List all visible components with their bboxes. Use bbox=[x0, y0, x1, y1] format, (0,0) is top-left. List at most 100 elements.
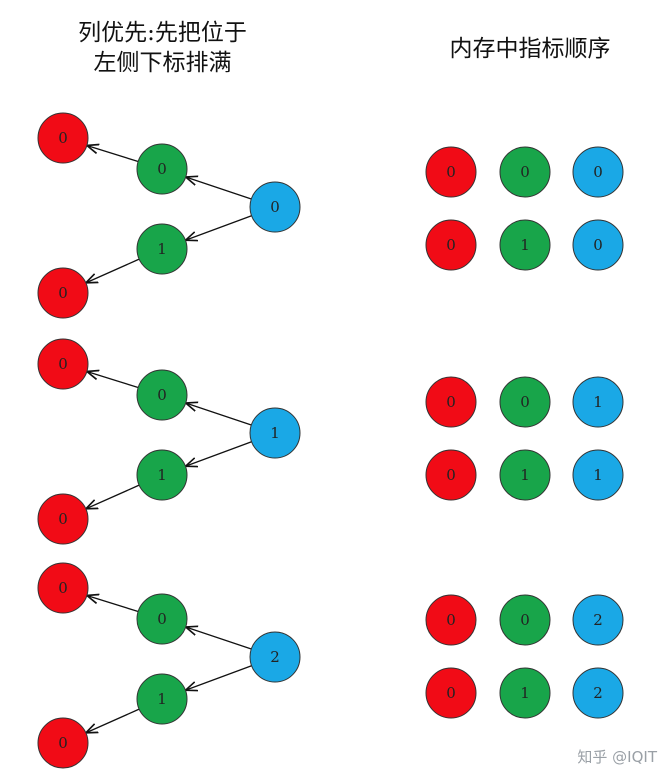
edge-mid-top-to-leaf-1 bbox=[87, 371, 139, 389]
tree-0-root: 0 bbox=[249, 181, 301, 233]
tree-2-leaf-top-label: 0 bbox=[58, 579, 68, 597]
watermark: 知乎 @IQIT bbox=[577, 748, 657, 766]
memory-0-row-1-cell-2-circle bbox=[572, 219, 624, 271]
memory-0-row-1-cell-2-label: 0 bbox=[593, 236, 603, 254]
tree-0-leaf-top: 0 bbox=[37, 112, 89, 164]
tree-2-leaf-bottom-circle bbox=[37, 717, 89, 769]
memory-1-row-0-cell-2-label: 1 bbox=[593, 393, 603, 411]
memory-2-row-1-cell-2-label: 2 bbox=[593, 684, 603, 702]
tree-2-mid-top-label: 0 bbox=[157, 610, 167, 628]
memory-2-row-1-cell-0-label: 0 bbox=[446, 684, 456, 702]
memory-1-row-1-cell-2: 1 bbox=[572, 449, 624, 501]
left-title-line1: 列优先:先把位于 bbox=[78, 20, 247, 46]
tree-2-root-circle bbox=[249, 631, 301, 683]
memory-0-row-1-cell-1-circle bbox=[499, 219, 551, 271]
memory-2-row-0-cell-0-label: 0 bbox=[446, 611, 456, 629]
tree-1-mid-bottom-circle bbox=[136, 449, 188, 501]
tree-1-mid-bottom: 1 bbox=[136, 449, 188, 501]
edge-mid-top-to-leaf-2 bbox=[87, 595, 139, 613]
left-title-line2: 左侧下标排满 bbox=[93, 50, 232, 76]
memory-2-row-1-cell-2-circle bbox=[572, 667, 624, 719]
edge-mid-bottom-to-leaf-2 bbox=[86, 708, 140, 733]
tree-1-leaf-top: 0 bbox=[37, 338, 89, 390]
edge-root-to-mid-bottom-2 bbox=[185, 665, 252, 691]
left-title: 列优先:先把位于 左侧下标排满 bbox=[40, 18, 285, 78]
memory-0-row-0-cell-1: 0 bbox=[499, 146, 551, 198]
tree-2-leaf-top: 0 bbox=[37, 562, 89, 614]
memory-1-row-0-cell-2-circle bbox=[572, 376, 624, 428]
tree-0-root-label: 0 bbox=[270, 198, 280, 216]
tree-2-leaf-top-circle bbox=[37, 562, 89, 614]
tree-2-root: 2 bbox=[249, 631, 301, 683]
memory-1-row-1-cell-2-label: 1 bbox=[593, 466, 603, 484]
memory-2-row-0-cell-2: 2 bbox=[572, 594, 624, 646]
tree-2-mid-top-circle bbox=[136, 593, 188, 645]
memory-1-row-0-cell-0-circle bbox=[425, 376, 477, 428]
tree-0-mid-top-circle bbox=[136, 143, 188, 195]
tree-2-leaf-bottom-label: 0 bbox=[58, 734, 68, 752]
tree-0-mid-bottom: 1 bbox=[136, 223, 188, 275]
memory-0-row-0-cell-1-circle bbox=[499, 146, 551, 198]
memory-0-row-0-cell-0: 0 bbox=[425, 146, 477, 198]
tree-1-root-label: 1 bbox=[270, 424, 280, 442]
tree-1-leaf-bottom: 0 bbox=[37, 493, 89, 545]
memory-1-row-1-cell-0-label: 0 bbox=[446, 466, 456, 484]
tree-0-leaf-top-label: 0 bbox=[58, 129, 68, 147]
tree-2-mid-bottom-label: 1 bbox=[157, 690, 167, 708]
memory-2-row-0-cell-1-label: 0 bbox=[520, 611, 530, 629]
memory-2-row-1-cell-1-label: 1 bbox=[520, 684, 530, 702]
tree-1-leaf-top-label: 0 bbox=[58, 355, 68, 373]
tree-nodes: 0 0 0 1 0 0 0 1 1 0 0 0 2 1 0 bbox=[37, 112, 301, 769]
tree-2-root-label: 2 bbox=[270, 648, 280, 666]
tree-0-root-circle bbox=[249, 181, 301, 233]
memory-0-row-1-cell-0-label: 0 bbox=[446, 236, 456, 254]
tree-0-leaf-top-circle bbox=[37, 112, 89, 164]
memory-0-row-1-cell-1: 1 bbox=[499, 219, 551, 271]
memory-0-row-0-cell-0-label: 0 bbox=[446, 163, 456, 181]
memory-0-row-1-cell-2: 0 bbox=[572, 219, 624, 271]
memory-0-row-0-cell-1-label: 0 bbox=[520, 163, 530, 181]
edge-root-to-mid-bottom-1 bbox=[185, 441, 252, 467]
tree-0-leaf-bottom-label: 0 bbox=[58, 284, 68, 302]
tree-1-mid-bottom-label: 1 bbox=[157, 466, 167, 484]
memory-0-row-1-cell-0-circle bbox=[425, 219, 477, 271]
tree-0-mid-bottom-label: 1 bbox=[157, 240, 167, 258]
edge-mid-top-to-leaf-0 bbox=[87, 145, 139, 163]
tree-0-mid-top: 0 bbox=[136, 143, 188, 195]
memory-0-row-0-cell-2: 0 bbox=[572, 146, 624, 198]
memory-2-row-0-cell-0-circle bbox=[425, 594, 477, 646]
memory-2-row-1-cell-1: 1 bbox=[499, 667, 551, 719]
memory-2-row-1-cell-1-circle bbox=[499, 667, 551, 719]
memory-0-row-0-cell-0-circle bbox=[425, 146, 477, 198]
memory-2-row-1-cell-2: 2 bbox=[572, 667, 624, 719]
edge-mid-bottom-to-leaf-0 bbox=[86, 258, 140, 283]
memory-1-row-0-cell-0: 0 bbox=[425, 376, 477, 428]
edge-root-to-mid-top-0 bbox=[186, 177, 252, 200]
tree-1-leaf-top-circle bbox=[37, 338, 89, 390]
memory-1-row-1-cell-1-circle bbox=[499, 449, 551, 501]
tree-1-mid-top: 0 bbox=[136, 369, 188, 421]
tree-2-mid-bottom-circle bbox=[136, 673, 188, 725]
memory-1-row-0-cell-1: 0 bbox=[499, 376, 551, 428]
right-title: 内存中指标顺序 bbox=[449, 36, 611, 62]
memory-1-row-1-cell-2-circle bbox=[572, 449, 624, 501]
memory-1-row-1-cell-1-label: 1 bbox=[520, 466, 530, 484]
memory-0-row-1-cell-1-label: 1 bbox=[520, 236, 530, 254]
tree-1-mid-top-label: 0 bbox=[157, 386, 167, 404]
memory-0-row-0-cell-2-circle bbox=[572, 146, 624, 198]
tree-1-root-circle bbox=[249, 407, 301, 459]
edge-root-to-mid-top-1 bbox=[186, 403, 252, 426]
tree-edges bbox=[86, 145, 252, 732]
tree-0-leaf-bottom: 0 bbox=[37, 267, 89, 319]
tree-0-leaf-bottom-circle bbox=[37, 267, 89, 319]
memory-0-row-0-cell-2-label: 0 bbox=[593, 163, 603, 181]
tree-2-mid-bottom: 1 bbox=[136, 673, 188, 725]
memory-1-row-0-cell-1-circle bbox=[499, 376, 551, 428]
memory-1-row-0-cell-2: 1 bbox=[572, 376, 624, 428]
memory-2-row-0-cell-2-circle bbox=[572, 594, 624, 646]
memory-2-row-1-cell-0-circle bbox=[425, 667, 477, 719]
memory-2-row-1-cell-0: 0 bbox=[425, 667, 477, 719]
memory-1-row-1-cell-0-circle bbox=[425, 449, 477, 501]
memory-1-row-0-cell-1-label: 0 bbox=[520, 393, 530, 411]
